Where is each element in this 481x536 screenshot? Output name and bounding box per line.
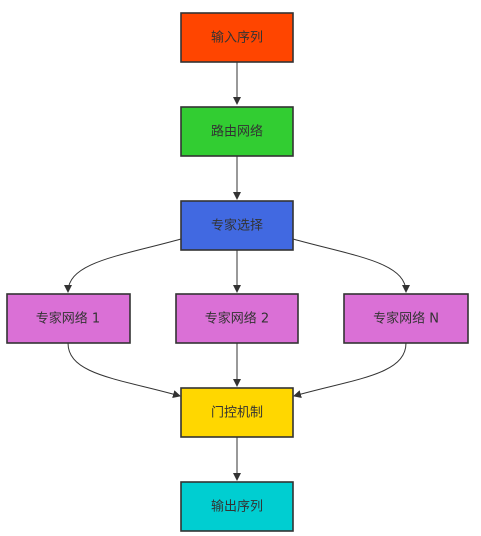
node-expertN-label: 专家网络 N [373,311,439,327]
edge-select-expert1 [64,238,182,293]
edge-expert1-gate [67,342,181,398]
node-gate[interactable]: 门控机制 [180,387,294,438]
node-output[interactable]: 输出序列 [180,481,294,532]
edge-select-expertN [292,238,410,293]
node-select-label: 专家选择 [211,218,263,234]
node-output-label: 输出序列 [211,499,263,515]
nodes-layer: 输入序列 路由网络 专家选择 专家网络 1 专家网络 2 专家网络 N 门控机制 [6,12,469,532]
node-select[interactable]: 专家选择 [180,200,294,251]
node-expert2[interactable]: 专家网络 2 [175,293,299,344]
node-input[interactable]: 输入序列 [180,12,294,63]
node-expert1[interactable]: 专家网络 1 [6,293,131,344]
node-expert1-label: 专家网络 1 [36,311,100,327]
node-router-label: 路由网络 [211,124,263,140]
edge-expertN-gate [293,342,407,398]
node-input-label: 输入序列 [211,30,263,46]
edges-layer [64,62,410,481]
node-expertN[interactable]: 专家网络 N [343,293,469,344]
node-router[interactable]: 路由网络 [180,106,294,157]
node-gate-label: 门控机制 [211,406,263,421]
node-expert2-label: 专家网络 2 [205,311,269,327]
